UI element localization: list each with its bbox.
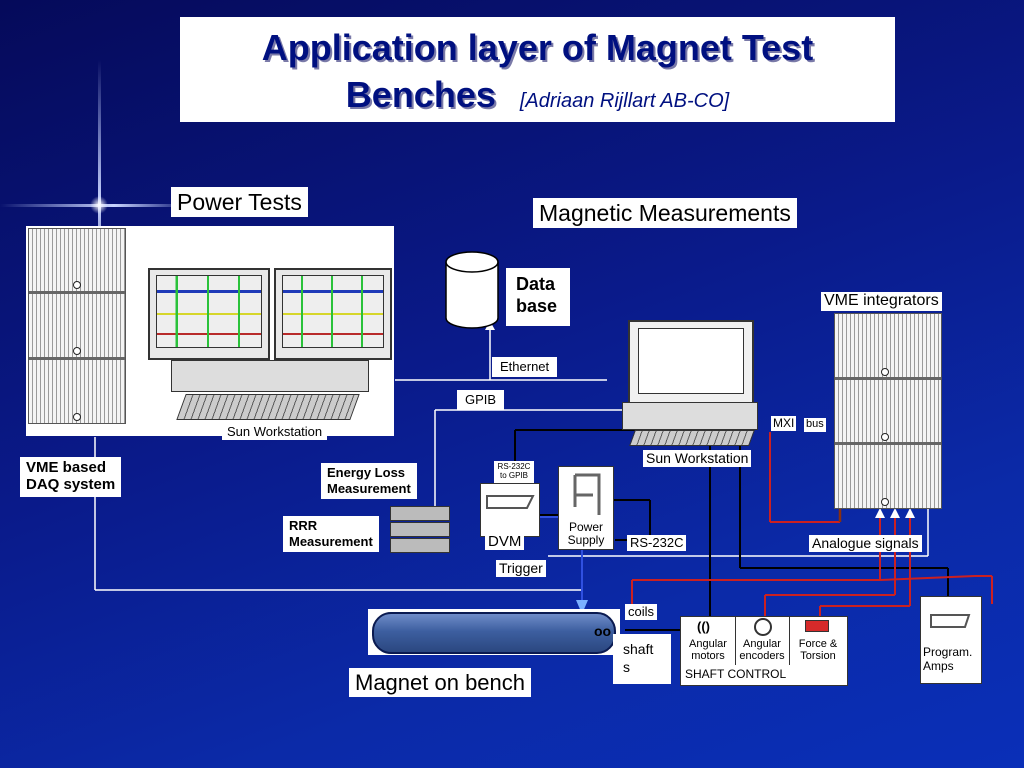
vme-daq-label: VME based DAQ system [20, 457, 122, 497]
power-supply-label-line2: Supply [567, 533, 605, 548]
shafts-label-line2: s [623, 659, 630, 676]
rs232c-to-gpib-box: RS-232C to GPIB [494, 461, 534, 483]
power-supply-label-line1: Power [568, 520, 603, 534]
arrow-up-3 [905, 508, 915, 518]
program-amps-label: Program. Amps [923, 645, 972, 674]
database-label-line2: base [516, 295, 558, 316]
power-tests-label: Power Tests [171, 187, 308, 218]
instrument-stack [390, 506, 450, 553]
trigger-arrow [576, 600, 588, 614]
force-torsion-line2: Torsion [800, 649, 836, 662]
rrr-label-line2: Measurement [289, 533, 373, 549]
title-box: Application layer of Magnet Test Benches… [180, 17, 895, 122]
angular-encoders-line1: Angular [743, 638, 781, 650]
red-wires [631, 432, 993, 618]
shaft-control-panel: (() Angular motors Angular encoders Forc… [680, 616, 848, 686]
program-amps-line2: Amps [923, 659, 954, 674]
arrow-up-1 [875, 508, 885, 518]
keyboard [176, 394, 360, 420]
sun-workstation-left-label: Sun Workstation [222, 424, 328, 440]
right-monitor [274, 268, 392, 360]
left-monitor [148, 268, 270, 360]
analogue-signals-label: Analogue signals [809, 535, 922, 552]
program-amps-device: Program. Amps [920, 596, 982, 684]
lens-flare-core [90, 196, 108, 214]
angular-motors-line2: motors [691, 649, 725, 662]
magnet-end: oo [594, 623, 612, 639]
angular-encoders-label: Angular encoders [737, 638, 787, 662]
energy-loss-label-line2: Measurement [327, 480, 411, 496]
title-author: [Adriaan Rijllart AB-CO] [519, 90, 730, 112]
database-icon [445, 251, 499, 329]
angular-motors-line1: Angular [689, 638, 727, 650]
shafts-label: shaft s [613, 634, 671, 684]
magnet-on-bench-label: Magnet on bench [349, 668, 532, 698]
power-supply-icon [573, 473, 601, 515]
vme-integrators-label: VME integrators [821, 292, 942, 311]
workstation-cpu [171, 360, 369, 392]
force-torsion-label: Force & Torsion [791, 638, 845, 662]
black-wires [514, 429, 949, 631]
vme-daq-rack [28, 228, 126, 424]
magnet-bench: oo [368, 609, 620, 655]
angular-encoders-line2: encoders [739, 649, 785, 662]
rs232c-to-gpib-line2: to GPIB [499, 470, 528, 480]
angular-encoders-cell: Angular encoders [735, 617, 790, 665]
program-amps-line1: Program. [923, 645, 973, 659]
magnetic-measurements-label: Magnetic Measurements [533, 198, 797, 229]
mxi-label: MXI [771, 416, 797, 431]
program-amps-icon [930, 614, 971, 628]
dvm-icon [486, 495, 535, 509]
rrr-label: RRR Measurement [283, 516, 379, 553]
vme-daq-label-line2: DAQ system [26, 476, 116, 494]
dvm-label: DVM [485, 534, 525, 550]
energy-loss-label: Energy Loss Measurement [321, 463, 417, 500]
title-benches: Benches [345, 74, 496, 115]
rs232c-label: RS-232C [627, 535, 687, 551]
force-sensor-icon [805, 620, 829, 632]
database-label: Data base [506, 268, 570, 326]
vme-daq-label-line1: VME based [26, 459, 107, 476]
gpib-label: GPIB [457, 390, 505, 410]
trigger-label: Trigger [496, 560, 546, 577]
right-workstation-cpu [622, 402, 758, 430]
title-line-1: Application layer of Magnet Test [261, 27, 814, 68]
force-torsion-cell: Force & Torsion [789, 617, 847, 665]
force-torsion-line1: Force & [798, 638, 838, 650]
rs232c-to-gpib-line1: RS-232C [497, 462, 531, 471]
magnet-body [372, 612, 616, 654]
angular-motors-label: Angular motors [683, 638, 733, 662]
right-keyboard [629, 430, 755, 446]
encoder-icon [754, 618, 772, 636]
sun-workstation-right-label: Sun Workstation [643, 450, 752, 467]
power-supply-label: Power Supply [559, 520, 613, 548]
power-tests-panel [26, 226, 394, 436]
right-workstation-monitor [628, 320, 754, 404]
database-label-line1: Data [516, 274, 556, 294]
shafts-label-line1: shaft [623, 641, 654, 657]
rrr-label-line1: RRR [289, 518, 318, 533]
angular-motors-cell: (() Angular motors [681, 617, 736, 665]
shaft-control-label: SHAFT CONTROL [685, 667, 787, 681]
dvm-device [480, 483, 540, 537]
energy-loss-label-line1: Energy Loss [327, 465, 406, 480]
vme-integrators-rack [834, 313, 942, 509]
arrow-up-2 [890, 508, 900, 518]
power-supply-device: Power Supply [558, 466, 614, 550]
motor-icon: (() [697, 619, 710, 634]
ethernet-label: Ethernet [492, 357, 558, 377]
lens-flare-vertical [98, 60, 101, 320]
bus-label: bus [804, 418, 826, 432]
title-line-2: Benches [Adriaan Rijllart AB-CO] [180, 74, 895, 116]
coils-label: coils [625, 604, 658, 620]
